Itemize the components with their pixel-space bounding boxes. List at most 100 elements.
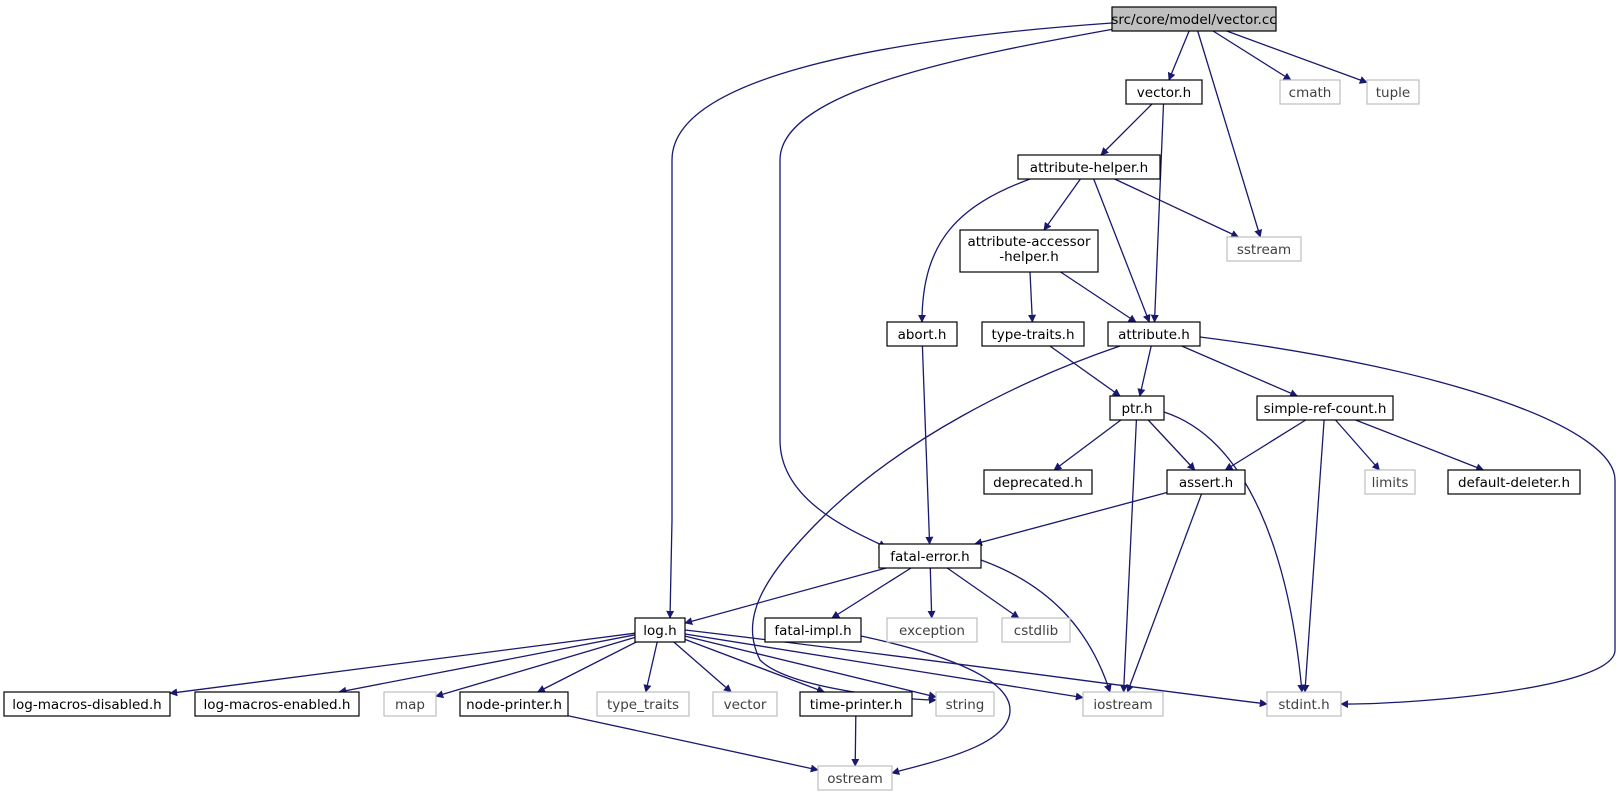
edge-attribute_h-to-stdint: [1199, 336, 1616, 709]
edge-fatal_impl-to-ostream: [860, 635, 1011, 775]
node-box: [1266, 691, 1342, 717]
edge-fatal_error-to-iostream: [980, 559, 1112, 693]
edge-simple_ref-to-assert_h: [1224, 419, 1307, 471]
edge-attr_helper-to-attribute_h: [1093, 178, 1151, 323]
node-abort-h[interactable]: abort.h: [886, 321, 958, 347]
edge-log_h-to-vector: [673, 641, 732, 693]
edges-layer: [169, 22, 1616, 775]
node-box: [981, 321, 1085, 347]
node-box: [817, 765, 893, 791]
node-attr-helper[interactable]: attribute-helper.h: [1017, 154, 1161, 180]
node-root[interactable]: src/core/model/vector.cc: [1111, 6, 1277, 32]
edge-attribute_h-to-string: [752, 345, 1121, 704]
node-attribute-h[interactable]: attribute.h: [1107, 321, 1201, 347]
edge-root-to-sstream: [1197, 30, 1263, 238]
node-label: cstdlib: [1014, 623, 1058, 639]
edge-root-to-cmath: [1212, 30, 1292, 81]
node-box: [3, 691, 171, 717]
node-label: ostream: [827, 771, 883, 787]
node-deprecated-h[interactable]: deprecated.h: [983, 469, 1093, 495]
edge-fatal_error-to-log_h: [684, 567, 887, 626]
edge-simple_ref-to-default_deleter: [1355, 419, 1485, 472]
node-iostream: iostream: [1082, 691, 1164, 717]
node-assert-h[interactable]: assert.h: [1166, 469, 1246, 495]
node-box: [459, 691, 569, 717]
node-box: [935, 691, 995, 717]
node-box: [1364, 469, 1416, 495]
node-default-deleter[interactable]: default-deleter.h: [1447, 469, 1581, 495]
edge-node_printer-to-ostream: [567, 715, 819, 773]
node-cstdlib: cstdlib: [1001, 617, 1071, 643]
node-limits: limits: [1364, 469, 1416, 495]
node-box: [878, 543, 982, 569]
node-label: attribute-helper.h: [1030, 160, 1148, 176]
node-label: attribute.h: [1118, 327, 1190, 343]
node-box: [634, 617, 686, 643]
node-simple-ref[interactable]: simple-ref-count.h: [1256, 395, 1394, 421]
node-log-enabled[interactable]: log-macros-enabled.h: [194, 691, 360, 717]
node-box: [1256, 395, 1394, 421]
node-string: string: [935, 691, 995, 717]
node-box: [1125, 79, 1203, 105]
node-label: time-printer.h: [810, 697, 903, 713]
node-label: src/core/model/vector.cc: [1111, 12, 1276, 28]
node-log-disabled[interactable]: log-macros-disabled.h: [3, 691, 171, 717]
edge-log_h-to-string: [684, 635, 937, 700]
node-time-printer[interactable]: time-printer.h: [799, 691, 913, 717]
edge-log_h-to-log_disabled: [169, 632, 636, 697]
node-label: type-traits.h: [991, 327, 1074, 343]
node-fatal-impl[interactable]: fatal-impl.h: [764, 617, 862, 643]
node-box: [712, 691, 778, 717]
node-label: log-macros-disabled.h: [12, 697, 161, 713]
node-vector-h[interactable]: vector.h: [1125, 79, 1203, 105]
node-box: [1082, 691, 1164, 717]
node-tuple: tuple: [1366, 79, 1420, 105]
node-type-traits-h[interactable]: type-traits.h: [981, 321, 1085, 347]
nodes-layer: src/core/model/vector.cc vector.h cmath tup…: [3, 6, 1581, 791]
node-box: [959, 229, 1099, 273]
node-box: [1017, 154, 1161, 180]
edge-fatal_error-to-cstdlib: [946, 567, 1020, 619]
node-exception: exception: [886, 617, 978, 643]
edge-simple_ref-to-limits: [1335, 419, 1381, 471]
node-box: [764, 617, 862, 643]
node-box: [1001, 617, 1071, 643]
node-label: log-macros-enabled.h: [204, 697, 351, 713]
node-label: stdint.h: [1278, 697, 1329, 713]
node-type-traits: type_traits: [596, 691, 690, 717]
node-fatal-error[interactable]: fatal-error.h: [878, 543, 982, 569]
node-label: attribute-accessor-helper.h: [967, 234, 1091, 265]
node-attr-accessor[interactable]: attribute-accessor-helper.h: [959, 229, 1099, 273]
node-label: exception: [899, 623, 965, 639]
edge-root-to-fatal_error: [779, 28, 1115, 548]
node-label: string: [946, 697, 985, 713]
node-label: cmath: [1289, 85, 1332, 101]
node-label: default-deleter.h: [1458, 475, 1570, 491]
edge-abort_h-to-fatal_error: [921, 345, 934, 545]
node-box: [799, 691, 913, 717]
node-label: simple-ref-count.h: [1264, 401, 1387, 417]
edge-fatal_error-to-exception: [927, 567, 936, 619]
node-log-h[interactable]: log.h: [634, 617, 686, 643]
node-label: log.h: [643, 623, 676, 639]
edge-root-to-tuple: [1226, 30, 1368, 84]
edge-ptr_h-to-stdint: [1163, 411, 1306, 693]
node-node-printer[interactable]: node-printer.h: [459, 691, 569, 717]
node-box: [194, 691, 360, 717]
edge-attr_accessor-to-type_traits_h: [1028, 271, 1037, 323]
edge-log_h-to-time_printer: [684, 638, 825, 694]
edge-attr_helper-to-attr_accessor: [1043, 178, 1081, 231]
edge-log_h-to-iostream: [684, 633, 1084, 701]
node-box: [983, 469, 1093, 495]
edge-attr_accessor-to-attribute_h: [1060, 271, 1137, 323]
node-box: [1111, 6, 1277, 32]
node-ptr-h[interactable]: ptr.h: [1109, 395, 1165, 421]
node-box: [1109, 395, 1165, 421]
node-sstream: sstream: [1226, 236, 1302, 262]
node-box: [1107, 321, 1201, 347]
edge-attr_helper-to-sstream: [1114, 178, 1240, 238]
node-label: sstream: [1237, 242, 1291, 258]
edge-vector_h-to-attribute_h: [1150, 103, 1165, 323]
node-label: ptr.h: [1121, 401, 1152, 417]
